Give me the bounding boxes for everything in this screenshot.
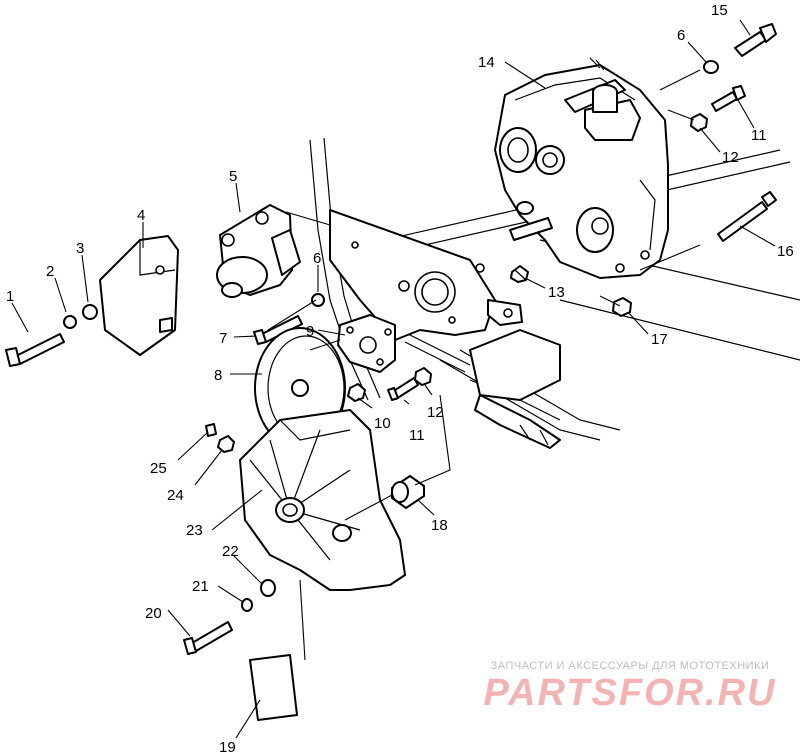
part-16-long-bolt bbox=[717, 191, 777, 242]
part-19-decal bbox=[249, 654, 298, 721]
watermark: ЗАПЧАСТИ И АКСЕССУАРЫ ДЛЯ МОТОТЕХНИКИ PA… bbox=[470, 660, 790, 714]
callout-25: 25 bbox=[150, 460, 167, 477]
callout-17: 17 bbox=[651, 331, 668, 348]
callout-7: 7 bbox=[219, 330, 227, 347]
callout-labels: 1 2 3 4 5 6 6 7 8 9 10 11 11 12 12 13 14… bbox=[6, 2, 794, 756]
part-14-gearbox bbox=[494, 57, 669, 279]
callout-24: 24 bbox=[167, 487, 184, 504]
callout-9: 9 bbox=[306, 323, 314, 340]
part-20-bolt bbox=[183, 621, 233, 655]
callout-12-top: 12 bbox=[722, 149, 739, 166]
part-6-washer-center bbox=[311, 293, 325, 307]
callout-22: 22 bbox=[222, 543, 239, 560]
callout-11-center: 11 bbox=[409, 427, 425, 444]
part-2-lock-washer bbox=[63, 315, 77, 329]
callout-13: 13 bbox=[548, 284, 565, 301]
part-17-nut bbox=[612, 297, 632, 317]
callout-6-center: 6 bbox=[313, 250, 321, 267]
part-12-nut-top bbox=[690, 113, 708, 132]
callout-2: 2 bbox=[46, 263, 54, 280]
callout-4: 4 bbox=[137, 207, 145, 224]
part-24-nut bbox=[217, 435, 235, 453]
part-6-washer-top bbox=[703, 60, 719, 74]
callout-21: 21 bbox=[192, 578, 209, 595]
part-3-washer bbox=[82, 304, 98, 320]
callout-23: 23 bbox=[186, 522, 203, 539]
mounting-plate bbox=[329, 209, 523, 341]
leader-lines bbox=[11, 19, 776, 739]
callout-14: 14 bbox=[478, 54, 495, 71]
callout-3: 3 bbox=[76, 240, 84, 257]
callout-18: 18 bbox=[431, 517, 448, 534]
callout-16: 16 bbox=[777, 243, 794, 260]
part-4-bracket bbox=[99, 235, 179, 356]
part-1-bolt bbox=[5, 333, 65, 367]
part-22-washer bbox=[260, 579, 276, 597]
part-18-spacer bbox=[391, 475, 425, 509]
frame-rails bbox=[309, 137, 800, 449]
callout-20: 20 bbox=[145, 605, 162, 622]
part-12-nut-center bbox=[414, 367, 432, 386]
part-9-plate bbox=[337, 314, 396, 373]
part-7-bolt bbox=[253, 315, 303, 345]
callout-12-center: 12 bbox=[427, 404, 444, 421]
part-15-bolt bbox=[734, 23, 777, 57]
callout-11-top: 11 bbox=[751, 127, 767, 144]
callout-6-top: 6 bbox=[677, 27, 685, 44]
part-10-nut bbox=[347, 383, 366, 402]
watermark-tagline: ЗАПЧАСТИ И АКСЕССУАРЫ ДЛЯ МОТОТЕХНИКИ bbox=[490, 660, 770, 672]
part-11-bolt-center bbox=[387, 377, 419, 401]
callout-15: 15 bbox=[711, 2, 728, 19]
part-21-washer bbox=[241, 598, 253, 612]
part-13-bolt bbox=[510, 265, 529, 283]
part-11-bolt-top bbox=[711, 85, 746, 112]
part-25-screw bbox=[205, 423, 217, 437]
callout-19: 19 bbox=[219, 739, 236, 756]
part-23-cover bbox=[239, 409, 406, 591]
callout-5: 5 bbox=[229, 168, 237, 185]
part-5-motor bbox=[216, 204, 301, 298]
callout-8: 8 bbox=[214, 367, 222, 384]
watermark-brand-logo: PARTSFOR.RU bbox=[483, 672, 777, 714]
callout-10: 10 bbox=[374, 415, 391, 432]
callout-1: 1 bbox=[6, 288, 14, 305]
